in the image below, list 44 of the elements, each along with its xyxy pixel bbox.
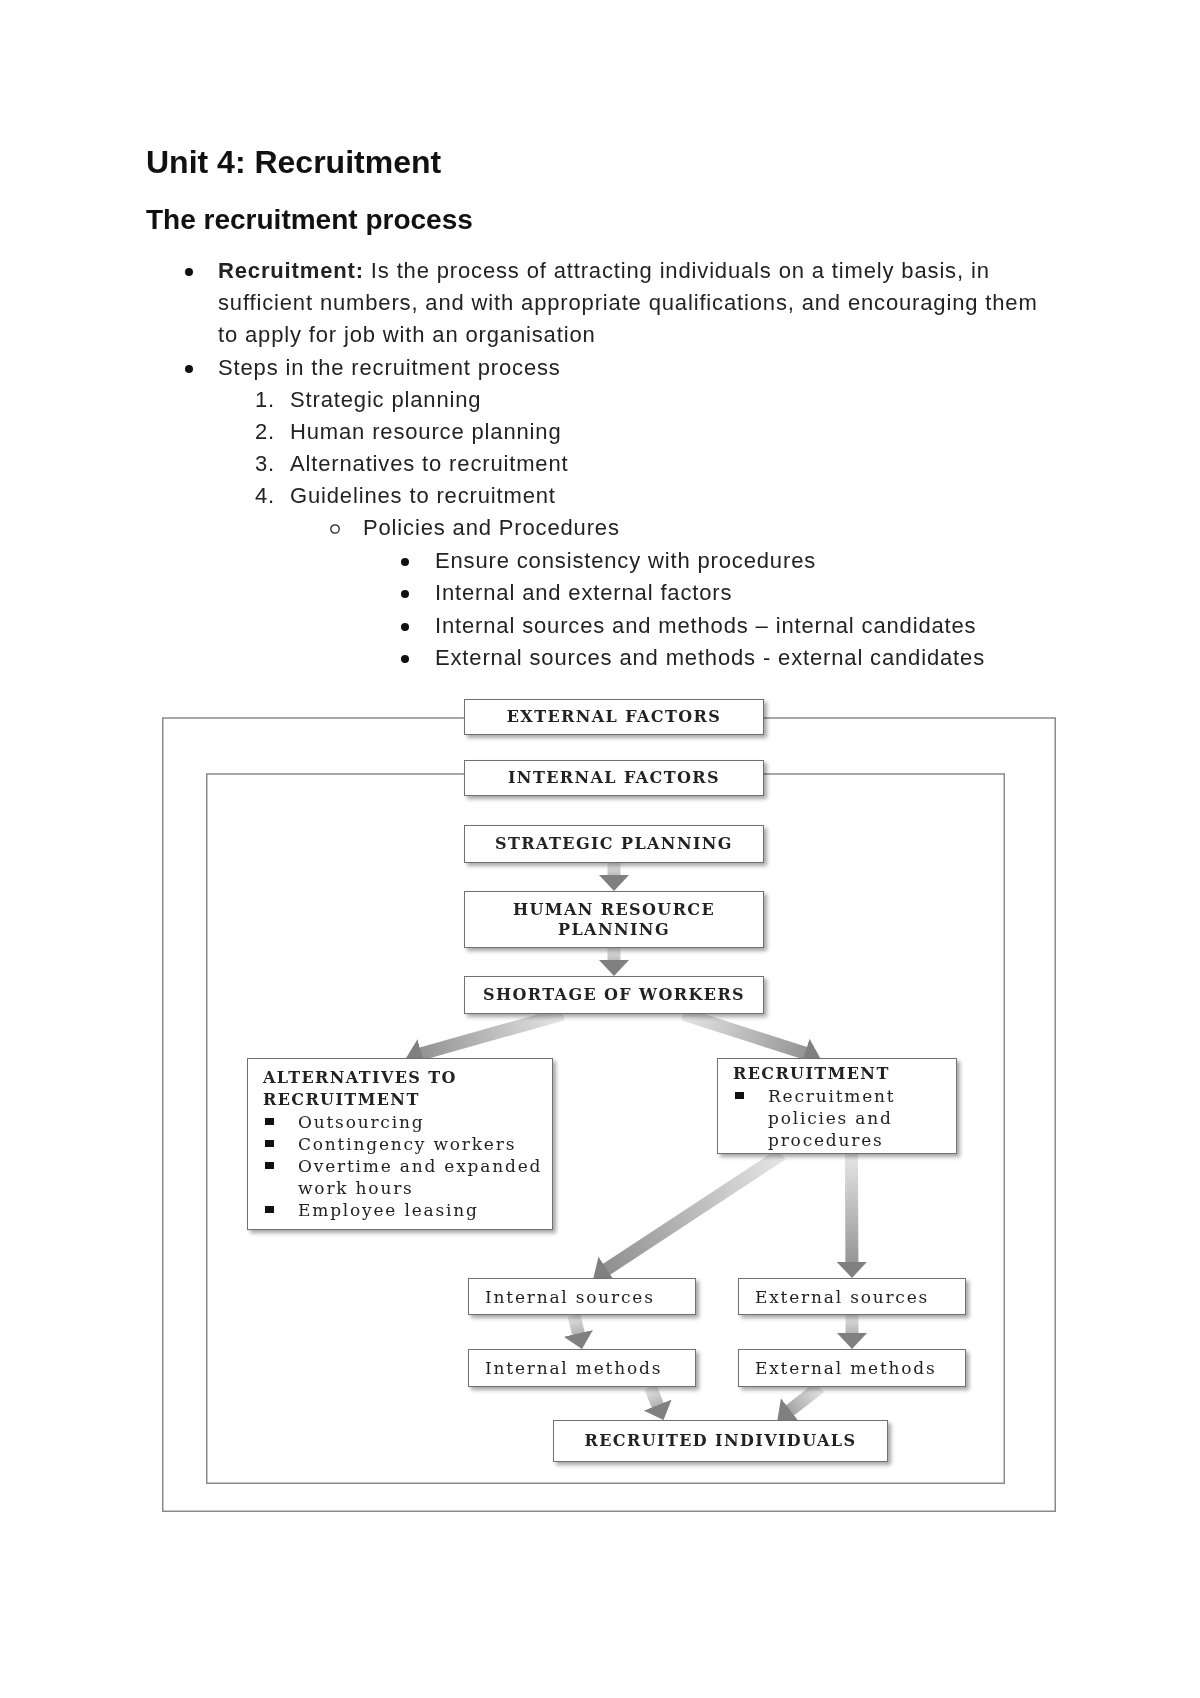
body-text: Internal and external factors [435, 579, 733, 607]
body-text: Policies and Procedures [363, 514, 620, 542]
process-box: External methods [738, 1349, 966, 1387]
body-text: External sources and methods - external candidates [435, 644, 985, 672]
arrow [643, 1384, 672, 1423]
process-box: External sources [738, 1278, 966, 1315]
process-box: SHORTAGE OF WORKERS [464, 976, 764, 1014]
body-text: Strategic planning [290, 386, 482, 414]
body-text: Guidelines to recruitment [290, 482, 556, 510]
body-text: Alternatives to recruitment [290, 450, 569, 478]
arrow [563, 1313, 593, 1351]
process-box: RECRUITED INDIVIDUALS [553, 1420, 888, 1462]
list-number: 2. [255, 418, 276, 446]
body-text: Recruitment: Is the process of attracting individuals on a timely basis, in sufficient numbers, and with appropriate qualifications, and encouraging them to apply for job with an organisation [218, 257, 1039, 349]
list-item-text: Recruitment policies and procedures [768, 1085, 897, 1151]
process-box: STRATEGIC PLANNING [464, 825, 764, 863]
box-heading: RECRUITMENT [733, 1063, 891, 1085]
arrow [836, 1153, 867, 1279]
list-item-text: Outsourcing [298, 1111, 425, 1133]
list-item-text: Contingency workers [298, 1133, 517, 1155]
body-text: Internal sources and methods – internal candidates [435, 612, 977, 640]
list-item-text: Overtime and expanded work hours [298, 1155, 544, 1199]
frame-title: EXTERNAL FACTORS [464, 699, 764, 735]
process-box: HUMAN RESOURCE PLANNING [464, 891, 764, 948]
list-number: 3. [255, 450, 276, 478]
frame [206, 760, 1005, 1484]
list-number: 4. [255, 482, 276, 510]
list-number: 1. [255, 386, 276, 414]
arrow [599, 948, 629, 976]
section-heading: The recruitment process [146, 203, 473, 237]
body-text: Human resource planning [290, 418, 562, 446]
frame [162, 699, 1056, 1512]
process-box [247, 1058, 553, 1230]
process-box [717, 1058, 957, 1154]
box-heading: ALTERNATIVES TO RECRUITMENT [263, 1067, 458, 1111]
process-box: Internal sources [468, 1278, 696, 1315]
body-text: Ensure consistency with procedures [435, 547, 817, 575]
body-text: Steps in the recruitment process [218, 354, 561, 382]
page-title: Unit 4: Recruitment [146, 143, 442, 182]
arrow [837, 1315, 867, 1349]
process-box: Internal methods [468, 1349, 696, 1387]
frame-title: INTERNAL FACTORS [464, 760, 764, 796]
list-item-text: Employee leasing [298, 1199, 479, 1221]
arrow [599, 863, 629, 891]
